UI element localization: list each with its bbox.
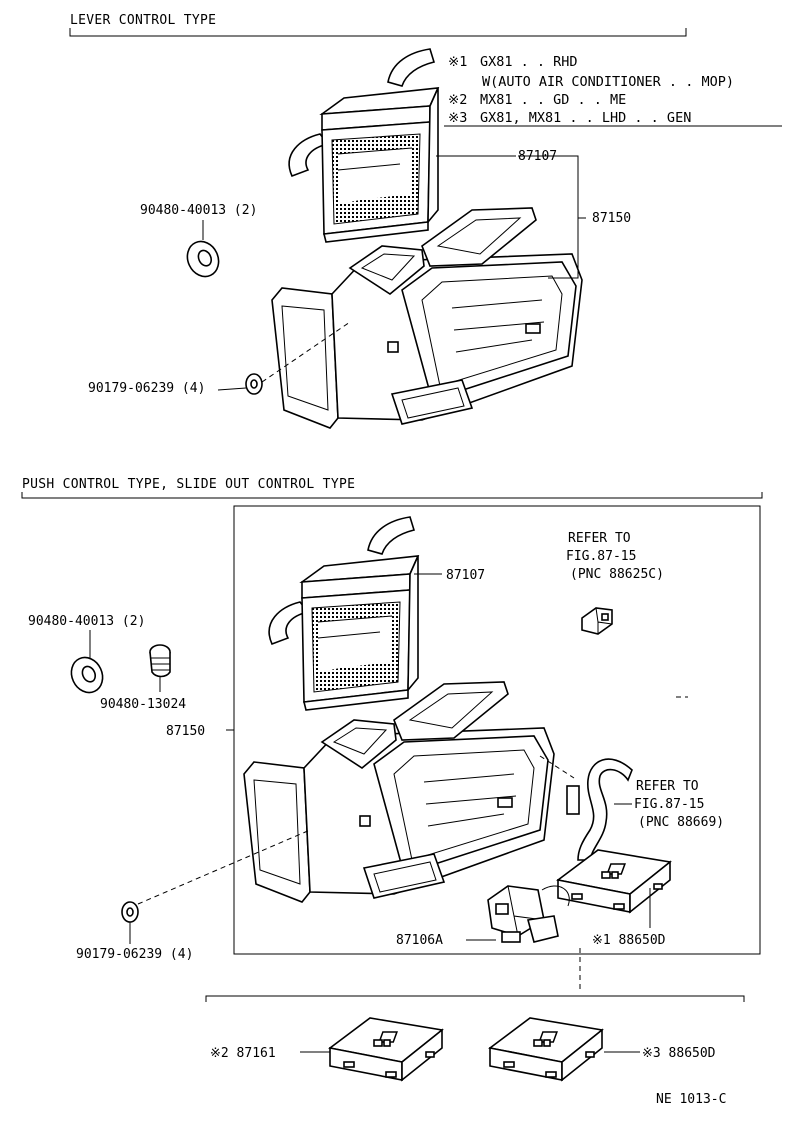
label-nut-upper: 90179-06239 (4) bbox=[88, 381, 205, 396]
label-nut-lower: 90179-06239 (4) bbox=[76, 947, 193, 962]
section-title-lever: LEVER CONTROL TYPE bbox=[70, 13, 216, 28]
lever-control-section: LEVER CONTROL TYPE ※1 GX81 . . RHD W(AUT… bbox=[69, 13, 782, 429]
label-87150-upper: 87150 bbox=[592, 211, 631, 226]
hvac-unit-lower bbox=[243, 681, 555, 903]
amplifier-icon-1 bbox=[557, 849, 671, 913]
note-mark-3: ※3 bbox=[448, 110, 467, 126]
section-title-push: PUSH CONTROL TYPE, SLIDE OUT CONTROL TYP… bbox=[22, 477, 355, 492]
label-87107-upper: 87107 bbox=[518, 149, 557, 164]
nut-icon bbox=[245, 373, 263, 395]
grommet-icon bbox=[186, 240, 220, 278]
label-grommet-lower: 90480-40013 (2) bbox=[28, 614, 145, 629]
hvac-unit-upper bbox=[271, 207, 583, 429]
label-87150-lower: 87150 bbox=[166, 724, 205, 739]
aspirator-hose-icon bbox=[566, 758, 633, 861]
grommet-icon-lower bbox=[70, 656, 104, 694]
relay-icon bbox=[581, 607, 613, 635]
label-amp-2: ※2 87161 bbox=[210, 1046, 276, 1061]
applicability-notes: ※1 GX81 . . RHD W(AUTO AIR CONDITIONER .… bbox=[444, 54, 782, 127]
note-text-1: GX81 . . RHD bbox=[480, 54, 578, 70]
figure-code: NE 1013-C bbox=[656, 1092, 726, 1107]
refer1-line1: REFER TO bbox=[568, 531, 631, 546]
label-87107-lower: 87107 bbox=[446, 568, 485, 583]
variants-bracket bbox=[205, 995, 745, 1002]
refer1-line2: FIG.87-15 bbox=[566, 549, 636, 564]
refer2-line3: (PNC 88669) bbox=[638, 815, 724, 830]
section-bracket bbox=[69, 28, 687, 37]
note-text-2: MX81 . . GD . . ME bbox=[480, 92, 626, 108]
refer2-line2: FIG.87-15 bbox=[634, 797, 704, 812]
label-grommet-upper: 90480-40013 (2) bbox=[140, 203, 257, 218]
label-amp-1: ※1 88650D bbox=[592, 933, 666, 948]
push-control-section: PUSH CONTROL TYPE, SLIDE OUT CONTROL TYP… bbox=[21, 477, 763, 990]
note-mark-1: ※1 bbox=[448, 54, 467, 70]
note-text-1b: W(AUTO AIR CONDITIONER . . MOP) bbox=[482, 74, 734, 90]
label-amp-3: ※3 88650D bbox=[642, 1046, 716, 1061]
note-text-3: GX81, MX81 . . LHD . . GEN bbox=[480, 110, 691, 126]
plug-icon bbox=[149, 644, 171, 678]
refer1-line3: (PNC 88625C) bbox=[570, 567, 664, 582]
label-servo: 87106A bbox=[396, 933, 443, 948]
nut-dash-line-lower bbox=[137, 829, 311, 905]
refer2-line1: REFER TO bbox=[636, 779, 699, 794]
nut-icon-lower bbox=[121, 901, 139, 923]
servo-motor-icon bbox=[487, 885, 570, 943]
heater-core-lower bbox=[268, 516, 419, 711]
amplifier-variants: ※2 87161 ※3 88650D NE 1013-C bbox=[205, 995, 745, 1107]
amplifier-icon-2 bbox=[329, 1017, 443, 1081]
amplifier-icon-3 bbox=[489, 1017, 603, 1081]
note-mark-2: ※2 bbox=[448, 92, 467, 108]
heater-core-upper bbox=[288, 48, 439, 243]
section-bracket-lower bbox=[21, 492, 763, 499]
label-plug: 90480-13024 bbox=[100, 697, 186, 712]
